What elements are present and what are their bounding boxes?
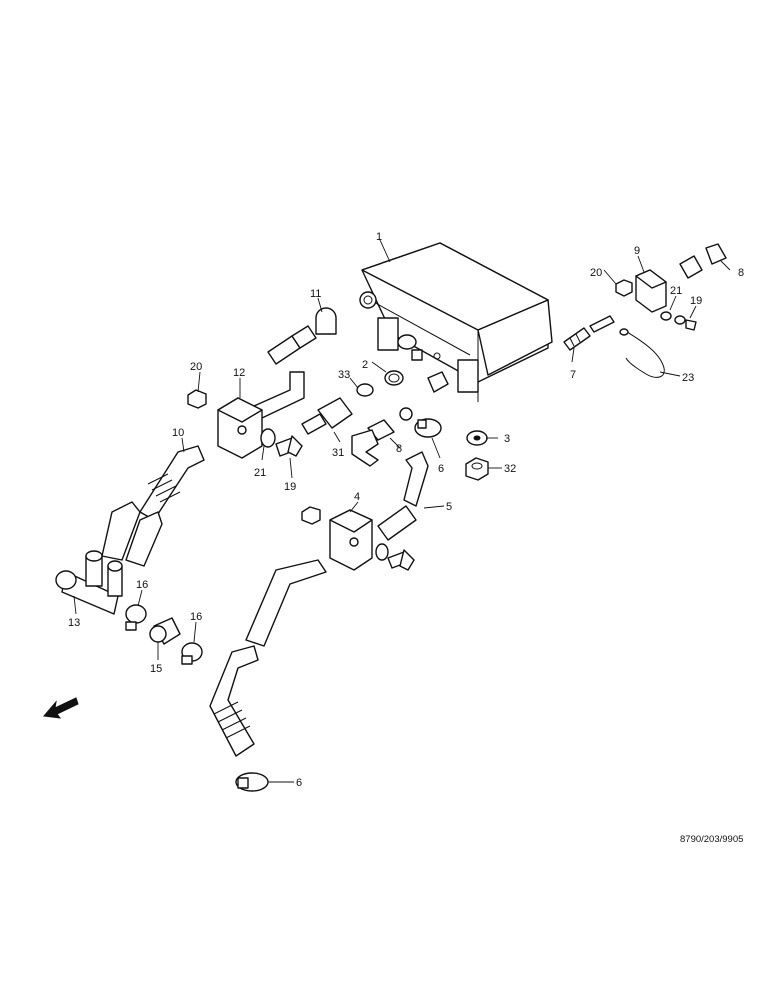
callout-33: 33 xyxy=(338,369,350,381)
callout-21-right: 21 xyxy=(670,285,682,297)
part-9-bracket xyxy=(635,269,667,313)
part-hose-sleeves-left xyxy=(101,501,163,567)
part-12-bracket xyxy=(217,397,263,459)
callout-labels: 1 11 2 33 31 8 6 3 32 12 20 10 21 19 4 5… xyxy=(68,231,744,789)
part-3-washer xyxy=(466,430,488,446)
part-13-t-piece xyxy=(55,550,123,615)
part-33-oring xyxy=(356,383,374,397)
part-16-clamp-a xyxy=(125,604,147,631)
callout-19-left: 19 xyxy=(284,481,296,493)
callout-31: 31 xyxy=(332,447,344,459)
callout-20-right: 20 xyxy=(590,267,602,279)
part-15-sleeve xyxy=(149,617,181,645)
callout-16-b: 16 xyxy=(190,611,202,623)
part-6-clamp-center xyxy=(414,418,442,438)
callout-16-a: 16 xyxy=(136,579,148,591)
part-10-hose xyxy=(139,445,205,521)
tank-top-fitting xyxy=(359,291,377,309)
callout-8-right: 8 xyxy=(738,267,744,279)
part-32-nut xyxy=(465,457,489,481)
callout-7: 7 xyxy=(570,369,576,381)
callout-15: 15 xyxy=(150,663,162,675)
part-19-bolt-right xyxy=(674,315,697,331)
callout-5: 5 xyxy=(446,501,452,513)
callout-20-left: 20 xyxy=(190,361,202,373)
callout-21-left: 21 xyxy=(254,467,266,479)
part-20-nut-right xyxy=(615,279,633,297)
part-19-bolt-left xyxy=(275,435,303,457)
part-16-clamp-b xyxy=(181,642,203,665)
callout-11: 11 xyxy=(310,288,321,300)
callout-6-lower: 6 xyxy=(296,777,302,789)
part-21-washer-right xyxy=(660,311,672,321)
callout-19-right: 19 xyxy=(690,295,702,307)
part-23-cable-tie xyxy=(619,328,665,378)
part-2-oring xyxy=(384,370,404,386)
part-21-washer-left xyxy=(260,428,276,448)
part-hose-lower-center xyxy=(209,559,327,757)
tank-outlet-fittings xyxy=(397,334,449,393)
document-number: 8790/203/9905 xyxy=(680,834,744,845)
callout-2: 2 xyxy=(362,359,368,371)
callout-23: 23 xyxy=(682,372,694,384)
part-20-nut-left xyxy=(187,389,207,409)
part-8-hose-center xyxy=(351,407,413,467)
callout-13: 13 xyxy=(68,617,80,629)
part-5-hose xyxy=(377,451,429,541)
callout-8-center: 8 xyxy=(396,443,402,455)
part-tank-box xyxy=(361,242,553,402)
part-6-clamp-lower xyxy=(235,772,269,792)
part-11-hose-clamp xyxy=(267,307,337,365)
callout-6-center: 6 xyxy=(438,463,444,475)
callout-32: 32 xyxy=(504,463,516,475)
part-4-nut xyxy=(301,506,321,525)
callout-1: 1 xyxy=(376,231,382,243)
callout-3: 3 xyxy=(504,433,510,445)
part-4-bracket xyxy=(329,509,373,571)
part-8-sleeve-right xyxy=(679,243,727,279)
part-7-connector xyxy=(563,315,615,351)
leader-lines xyxy=(73,239,731,783)
callout-10: 10 xyxy=(172,427,184,439)
callout-12: 12 xyxy=(233,367,245,379)
part-31-sensor xyxy=(301,397,353,435)
part-4-washer-bolt xyxy=(375,543,415,571)
direction-arrow-icon xyxy=(43,697,79,719)
callout-4: 4 xyxy=(354,491,360,503)
callout-9: 9 xyxy=(634,245,640,257)
